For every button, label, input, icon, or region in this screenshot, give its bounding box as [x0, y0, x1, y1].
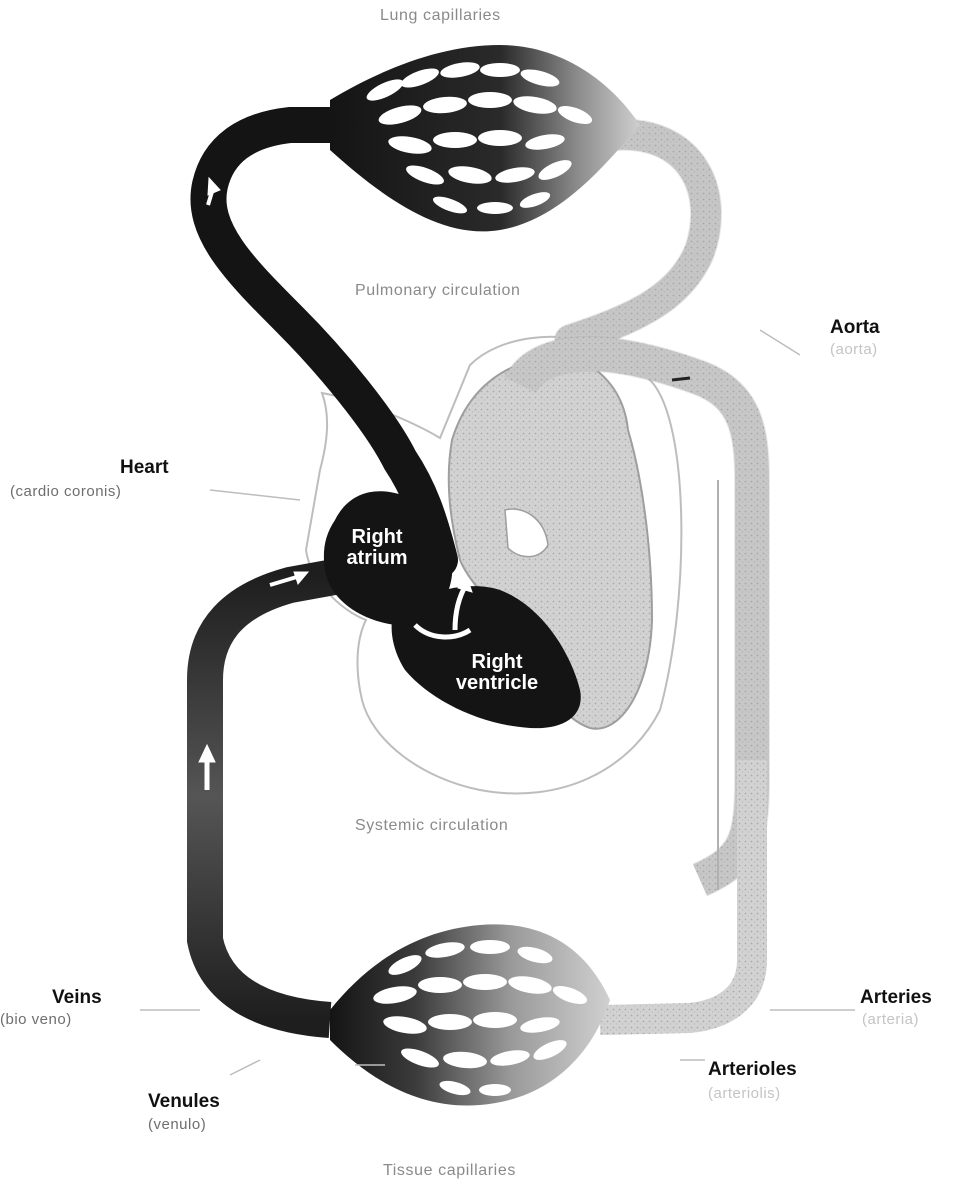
pulmonary-circulation-label: Pulmonary circulation	[355, 283, 521, 299]
arteries-label: Arteries	[860, 988, 932, 1007]
heart-label: Heart	[120, 458, 169, 477]
right-atrium-line1: Right	[342, 527, 412, 548]
veins-sublabel: (bio veno)	[0, 1012, 72, 1027]
arteries-sublabel: (arteria)	[862, 1012, 919, 1027]
aorta-label: Aorta	[830, 318, 880, 337]
tissue-capillaries-label: Tissue capillaries	[383, 1163, 516, 1179]
tissue-capillary-bed	[330, 924, 610, 1105]
lung-capillary-bed	[330, 45, 640, 231]
vena-cava	[205, 575, 345, 1020]
systemic-artery	[600, 760, 752, 1020]
right-atrium-label: Right atrium	[342, 527, 412, 569]
aorta-sublabel: (aorta)	[830, 342, 878, 357]
arterioles-sublabel: (arteriolis)	[708, 1086, 781, 1101]
arterioles-label: Arterioles	[708, 1060, 797, 1079]
venules-label: Venules	[148, 1092, 220, 1111]
venules-sublabel: (venulo)	[148, 1117, 206, 1132]
right-ventricle-line1: Right	[452, 652, 542, 673]
veins-label: Veins	[52, 988, 102, 1007]
systemic-circulation-label: Systemic circulation	[355, 818, 508, 834]
right-ventricle-line2: ventricle	[452, 673, 542, 694]
right-atrium-line2: atrium	[342, 548, 412, 569]
lung-capillaries-label: Lung capillaries	[380, 8, 501, 24]
heart-sublabel: (cardio coronis)	[10, 484, 121, 499]
right-ventricle-label: Right ventricle	[452, 652, 542, 694]
